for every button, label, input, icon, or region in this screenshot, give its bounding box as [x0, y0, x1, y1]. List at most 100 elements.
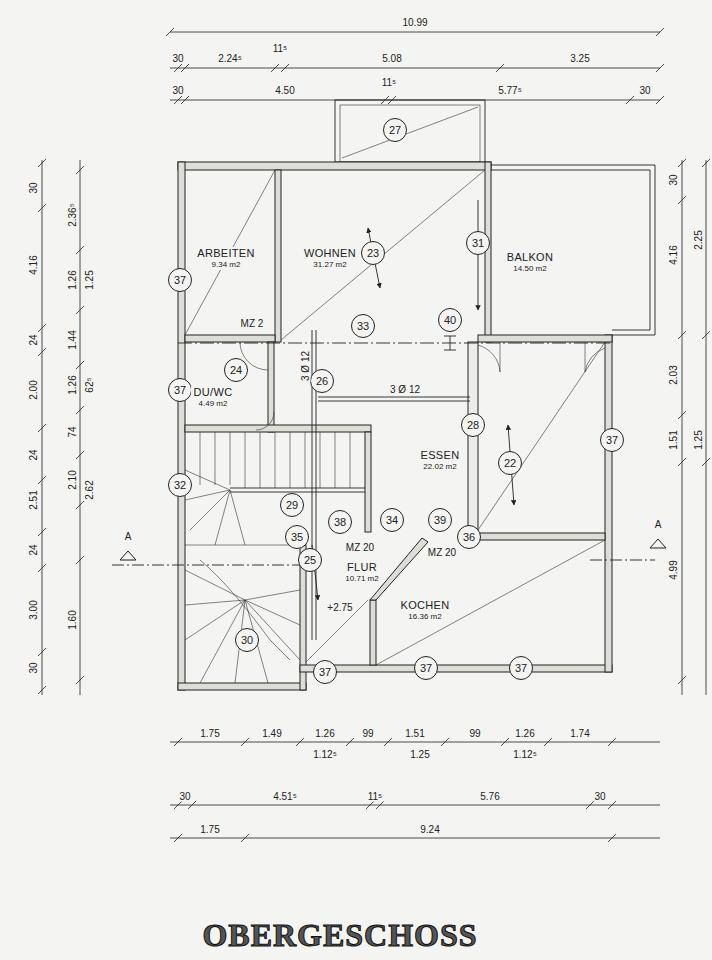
dimension-text: 62⁵ — [84, 376, 95, 393]
dimension-text: 2.36⁵ — [67, 202, 78, 228]
dimension-lines — [38, 28, 710, 842]
dimension-text: 5.77⁵ — [497, 85, 523, 96]
dimension-text: 24 — [28, 543, 39, 556]
dimension-text: 1.26 — [67, 374, 78, 395]
callout-circle: 22 — [498, 451, 522, 475]
dimension-text: 1.75 — [199, 824, 220, 835]
annotation: MZ 20 — [345, 542, 375, 553]
dimension-text: 4.16 — [28, 254, 39, 275]
annotation: 3 Ø 12 — [300, 350, 311, 382]
dimension-text: 24 — [28, 333, 39, 346]
callout-circle: 37 — [600, 428, 624, 452]
room-area: 31.27 m2 — [301, 260, 359, 270]
callout-number: 24 — [230, 365, 242, 376]
dimension-text: 4.50 — [274, 85, 295, 96]
room-label: BALKON14.50 m2 — [504, 251, 557, 274]
dimension-text: 74 — [67, 425, 78, 438]
callout-number: 26 — [316, 376, 328, 387]
dimension-text: 1.25 — [84, 269, 95, 290]
callout-number: 34 — [386, 515, 398, 526]
dimension-text: 5.08 — [381, 53, 402, 64]
callout-number: 37 — [174, 275, 186, 286]
dimension-text: 2.03 — [668, 364, 679, 385]
room-area: 9.34 m2 — [194, 260, 258, 270]
dimension-text: 1.25 — [409, 749, 430, 760]
callout-circle: 32 — [168, 473, 192, 497]
annotation: A — [124, 531, 133, 542]
room-label: WOHNEN31.27 m2 — [301, 247, 359, 270]
dimension-text: 2.24⁵ — [217, 53, 243, 64]
callout-number: 37 — [174, 385, 186, 396]
room-name: BALKON — [504, 251, 557, 264]
dimension-text: 1.26 — [314, 728, 335, 739]
dimension-text: 1.12⁵ — [312, 749, 338, 760]
callout-number: 36 — [463, 532, 475, 543]
annotation: MZ 2 — [240, 318, 265, 329]
balcony-bay — [335, 100, 485, 162]
callout-circle: 25 — [298, 548, 322, 572]
dimension-text: 1.25 — [693, 429, 704, 450]
callout-number: 37 — [606, 435, 618, 446]
dimension-text: 2.00 — [28, 379, 39, 400]
dimension-text: 1.49 — [261, 728, 282, 739]
callout-number: 27 — [389, 125, 401, 136]
callout-number: 25 — [304, 555, 316, 566]
callout-circle: 35 — [285, 525, 309, 549]
dimension-text: 5.76 — [479, 791, 500, 802]
room-label: ESSEN22.02 m2 — [418, 449, 463, 472]
room-label: DU/WC4.49 m2 — [191, 386, 236, 409]
dimension-text: 1.44 — [67, 329, 78, 350]
dimension-text: 99 — [361, 728, 374, 739]
dimension-text: 2.25 — [693, 229, 704, 250]
room-area: 10.71 m2 — [342, 574, 382, 584]
dimension-text: 11⁵ — [367, 791, 384, 802]
balcony-railing — [491, 165, 655, 335]
callout-number: 32 — [174, 480, 186, 491]
dimension-text: 1.60 — [67, 609, 78, 630]
dimension-text: 30 — [668, 173, 679, 186]
callout-circle: 24 — [224, 358, 248, 382]
room-name: WOHNEN — [301, 247, 359, 260]
callout-number: 38 — [334, 517, 346, 528]
callout-circle: 37 — [168, 378, 192, 402]
dimension-text: 30 — [28, 661, 39, 674]
room-label: ARBEITEN9.34 m2 — [194, 247, 258, 270]
callout-circle: 31 — [466, 231, 490, 255]
callout-circle: 33 — [351, 314, 375, 338]
doors — [240, 342, 605, 430]
callout-circle: 39 — [428, 508, 452, 532]
dimension-text: 1.74 — [569, 728, 590, 739]
dimension-text: 30 — [171, 53, 184, 64]
dimension-text: 4.16 — [668, 244, 679, 265]
room-area: 14.50 m2 — [504, 264, 557, 274]
staircase — [185, 432, 365, 683]
annotation: +2.75 — [326, 602, 353, 613]
callout-number: 29 — [286, 500, 298, 511]
callout-circle: 34 — [380, 508, 404, 532]
room-area: 16.36 m2 — [398, 612, 453, 622]
callout-number: 35 — [291, 532, 303, 543]
callout-circle: 27 — [383, 118, 407, 142]
callout-circle: 38 — [328, 510, 352, 534]
callout-number: 39 — [434, 515, 446, 526]
room-name: ARBEITEN — [194, 247, 258, 260]
callout-number: 28 — [467, 420, 479, 431]
dimension-text: 3.00 — [28, 599, 39, 620]
dimension-text: 1.26 — [67, 269, 78, 290]
room-name: ESSEN — [418, 449, 463, 462]
dimension-text: 1.12⁵ — [512, 749, 538, 760]
callout-number: 22 — [504, 458, 516, 469]
walls — [178, 162, 612, 690]
dimension-text: 30 — [593, 791, 606, 802]
support-mark — [444, 336, 456, 350]
slab-spans — [185, 170, 605, 665]
callout-number: 30 — [241, 635, 253, 646]
callout-circle: 37 — [313, 660, 337, 684]
dimension-text: 2.51 — [28, 489, 39, 510]
callout-circle: 26 — [310, 369, 334, 393]
dimension-text: 99 — [468, 728, 481, 739]
room-area: 22.02 m2 — [418, 462, 463, 472]
dimension-text: 24 — [28, 448, 39, 461]
rebar-lines — [312, 330, 470, 640]
